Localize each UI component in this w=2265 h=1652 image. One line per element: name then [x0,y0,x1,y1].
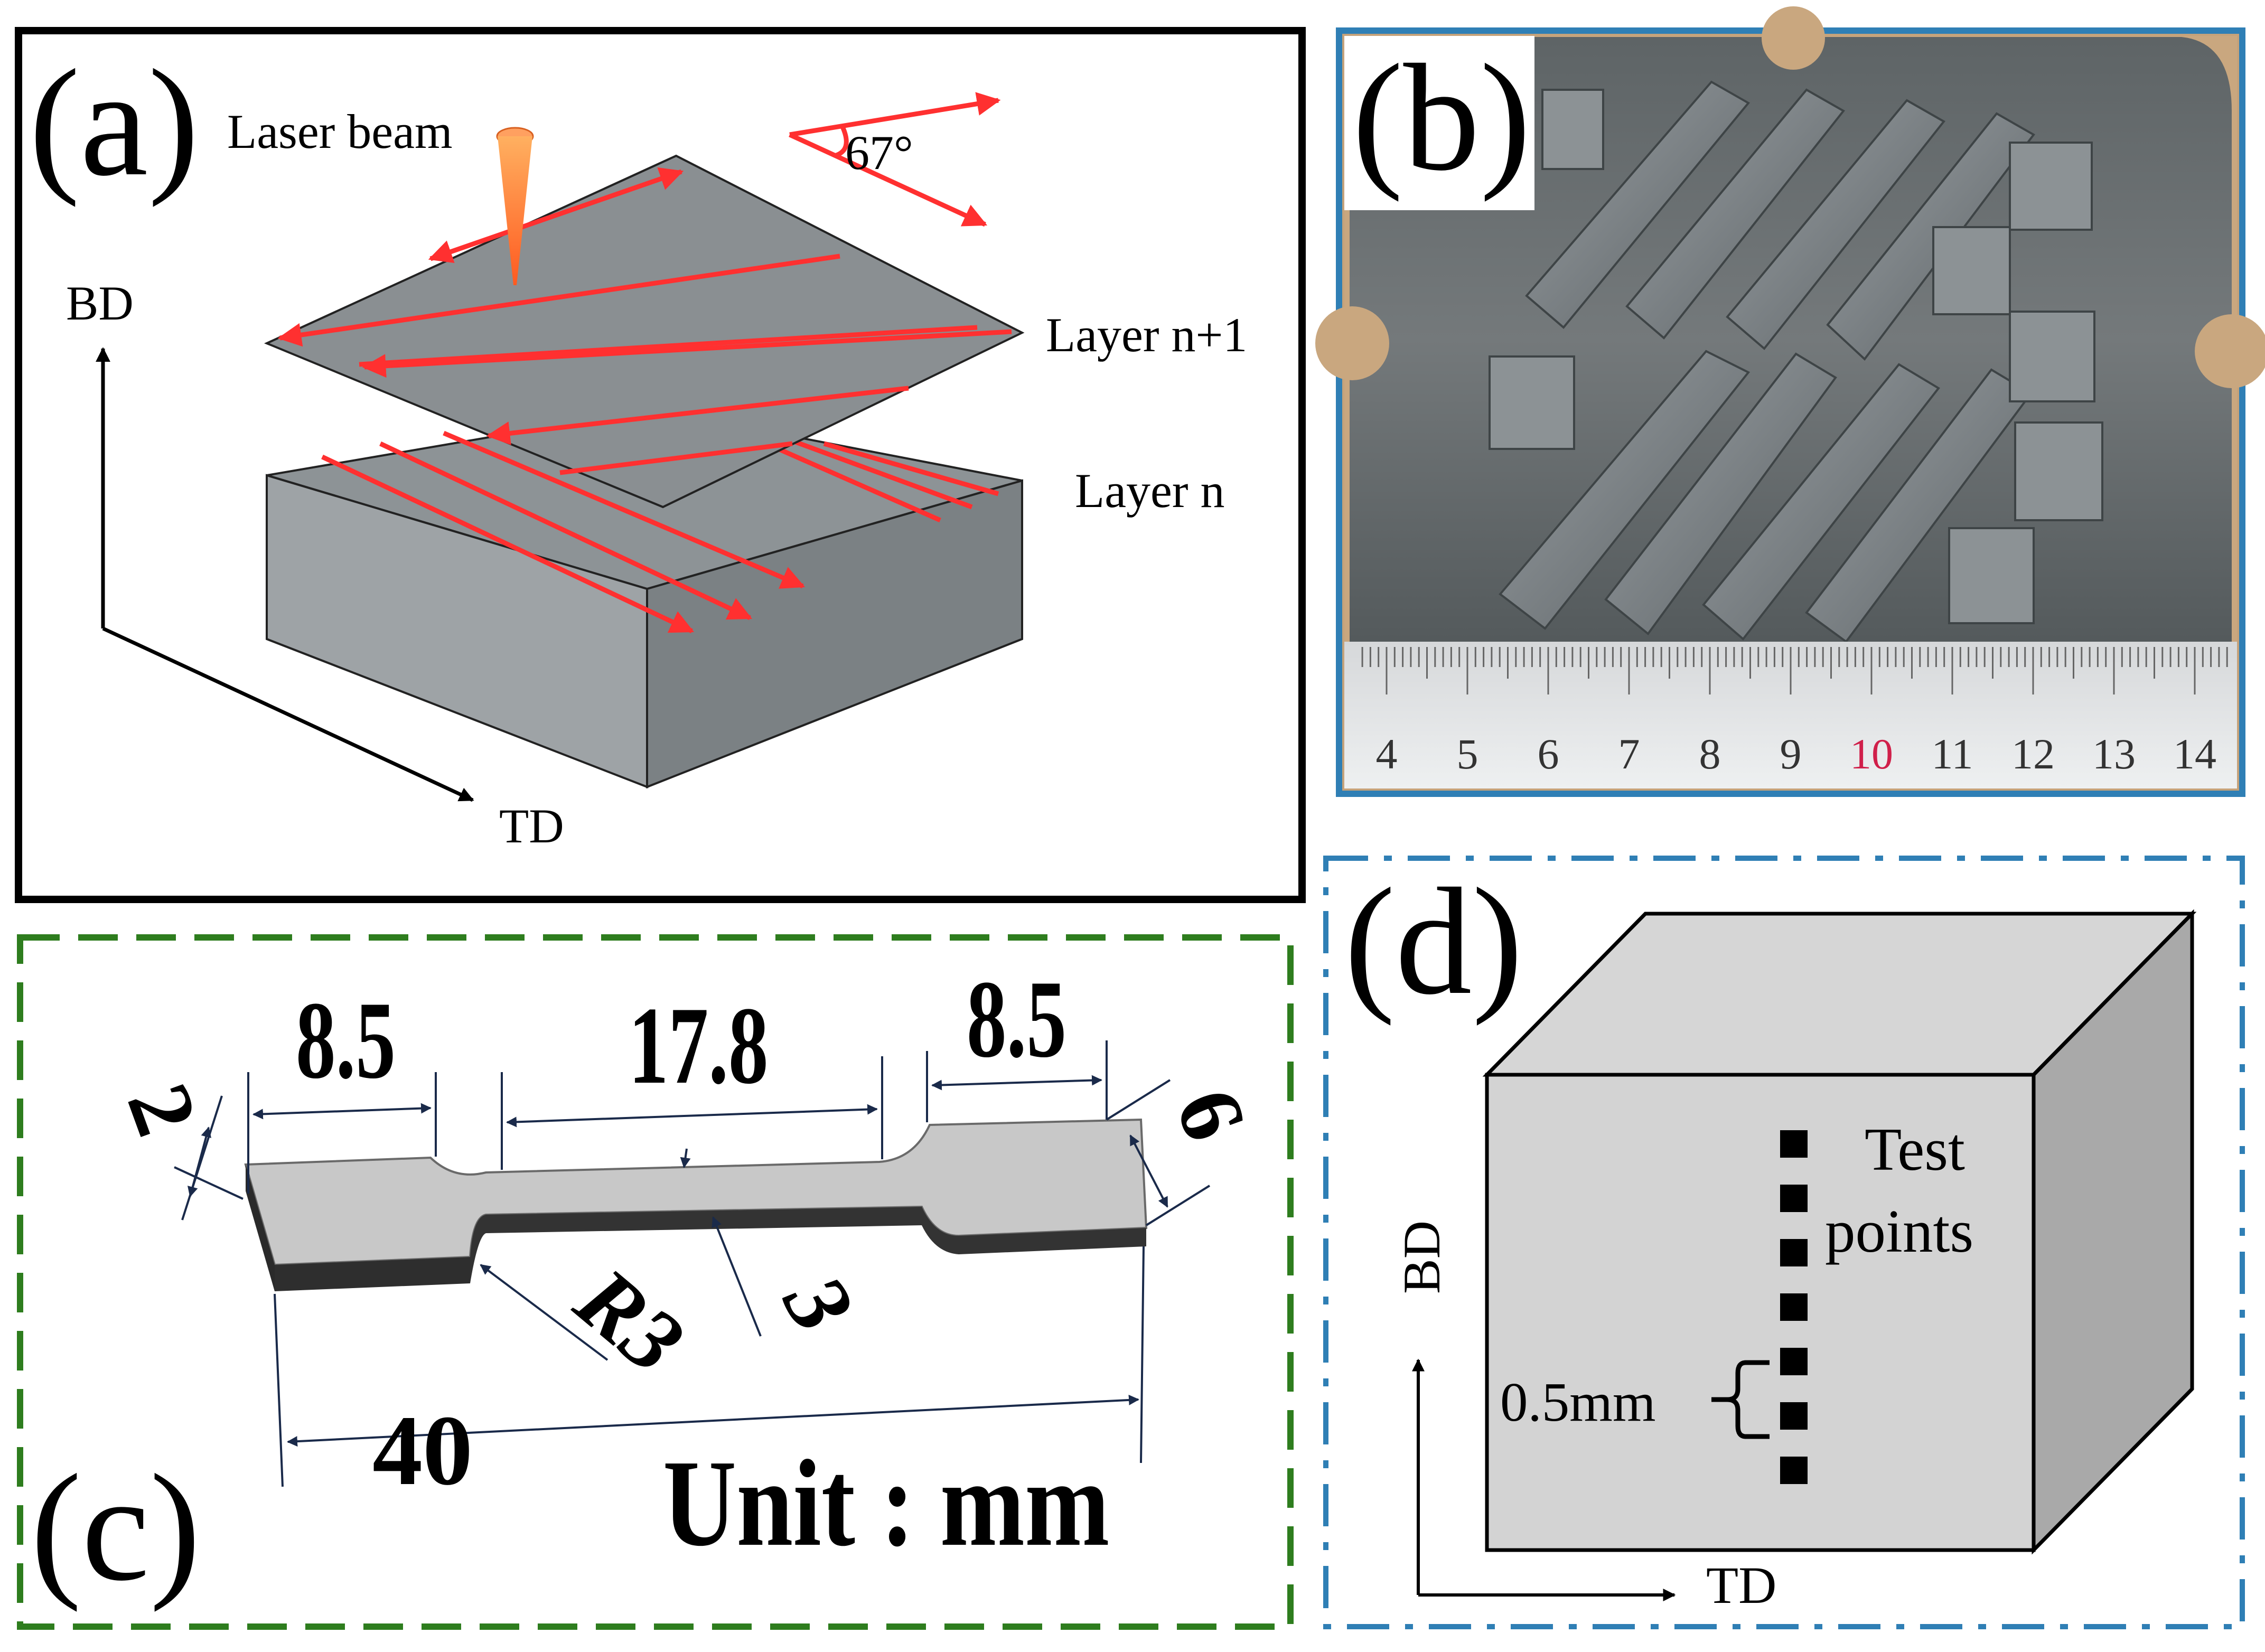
panel-c-border [17,934,1294,1630]
test-point [1780,1402,1808,1430]
test-point [1780,1130,1808,1158]
unit-label: Unit : mm [663,1435,1110,1572]
scan-rotation-angle-icon [789,92,1001,227]
ruler-label: 8 [1699,730,1721,778]
ruler: 4 5 6 7 8 9 10 11 12 13 14 [1344,642,2237,789]
dimension-lines [174,1040,1211,1487]
test-point [1780,1239,1808,1266]
ruler-label: 10 [1850,730,1893,778]
tensile-specimen [244,1118,1148,1291]
dim-gauge-label: 17.8 [629,984,769,1107]
layer-n-plus-1-scan-tracks [277,167,1012,475]
test-point [1780,1348,1808,1375]
spacing-label: 0.5mm [1500,1371,1656,1433]
test-point [1780,1457,1808,1484]
test-point [1780,1185,1808,1212]
printed-bars [1499,80,2035,643]
ruler-label: 14 [2173,730,2216,778]
layer-n-label: Layer n [1075,464,1225,518]
ruler-label: 12 [2011,730,2055,778]
dim-total-label: 40 [372,1395,473,1506]
dim-grip-left-label: 8.5 [296,979,396,1102]
ruler-label: 11 [1932,730,1973,778]
sample-cube [1482,909,2197,1555]
panel-c-label: (c) [31,1443,201,1612]
dim-grip-right-label: 8.5 [967,958,1066,1081]
ruler-label: 5 [1457,730,1478,778]
spacing-bracket-icon [1711,1360,1770,1439]
panel-a: (a) [15,27,1306,903]
printed-cubes [1489,89,2103,624]
scan-angle-label: 67° [845,126,913,180]
laser-beam-label: Laser beam [227,105,453,158]
axis-td-label-d: TD [1706,1556,1776,1615]
ruler-labels: 4 5 6 7 8 9 10 11 12 13 14 [1376,730,2217,778]
layer-n-plus-1-plate [264,154,1025,509]
ruler-label: 6 [1538,730,1559,778]
axis-bd-label-d: BD [1392,1221,1451,1294]
test-points-label-line1: Test [1865,1116,1965,1183]
axis-bd-label-a: BD [66,276,134,330]
test-points [1780,1130,1808,1484]
layer-n-plus-1-label: Layer n+1 [1046,308,1247,362]
ruler-label: 7 [1618,730,1640,778]
axes-a [96,347,474,802]
laser-beam [496,127,534,285]
ruler-label: 9 [1780,730,1802,778]
axis-td-label-a: TD [499,799,564,853]
panel-b-label: (b) [1352,33,1531,202]
panel-d: Test points 0.5mm BD TD (d) [1323,856,2245,1629]
test-point [1780,1293,1808,1321]
ruler-label: 13 [2092,730,2136,778]
panel-c: 8.5 17.8 8.5 2 6 40 R3 3 (c) Unit : mm [17,934,1294,1630]
axes-d [1412,1358,1676,1601]
panel-d-label: (d) [1344,857,1523,1026]
test-points-label-line2: points [1825,1198,1973,1265]
ruler-label: 4 [1376,730,1398,778]
panel-a-label: (a) [29,38,199,208]
ruler-tick-marks [1361,647,2228,694]
panel-b: (b) 4 5 6 7 8 9 10 11 12 13 14 [1315,6,2265,797]
